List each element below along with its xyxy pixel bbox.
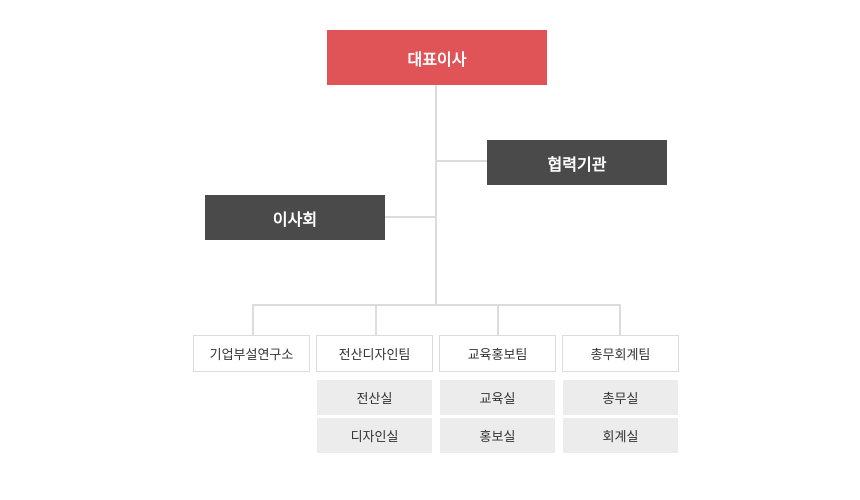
sub-unit-design: 디자인실 xyxy=(317,418,432,453)
dept-drop-line-2 xyxy=(375,304,377,336)
dept-drop-line-4 xyxy=(619,304,621,336)
sub-unit-general-affairs: 총무실 xyxy=(563,380,678,415)
sub-unit-accounting: 회계실 xyxy=(563,418,678,453)
board-box: 이사회 xyxy=(205,195,385,240)
sub-unit-education: 교육실 xyxy=(440,380,555,415)
board-connector xyxy=(384,216,436,218)
department-bus-line xyxy=(252,304,621,306)
sub-unit-pr: 홍보실 xyxy=(440,418,555,453)
trunk-line xyxy=(435,85,437,305)
sub-unit-computing: 전산실 xyxy=(317,380,432,415)
dept-it-design: 전산디자인팀 xyxy=(316,335,433,372)
partner-box: 협력기관 xyxy=(487,140,667,185)
dept-drop-line-3 xyxy=(497,304,499,336)
partner-connector xyxy=(436,160,488,162)
ceo-box: 대표이사 xyxy=(327,30,547,85)
dept-drop-line-1 xyxy=(252,304,254,336)
dept-education-pr: 교육홍보팀 xyxy=(439,335,556,372)
dept-research-lab: 기업부설연구소 xyxy=(193,335,310,372)
dept-general-accounting: 총무회계팀 xyxy=(562,335,679,372)
